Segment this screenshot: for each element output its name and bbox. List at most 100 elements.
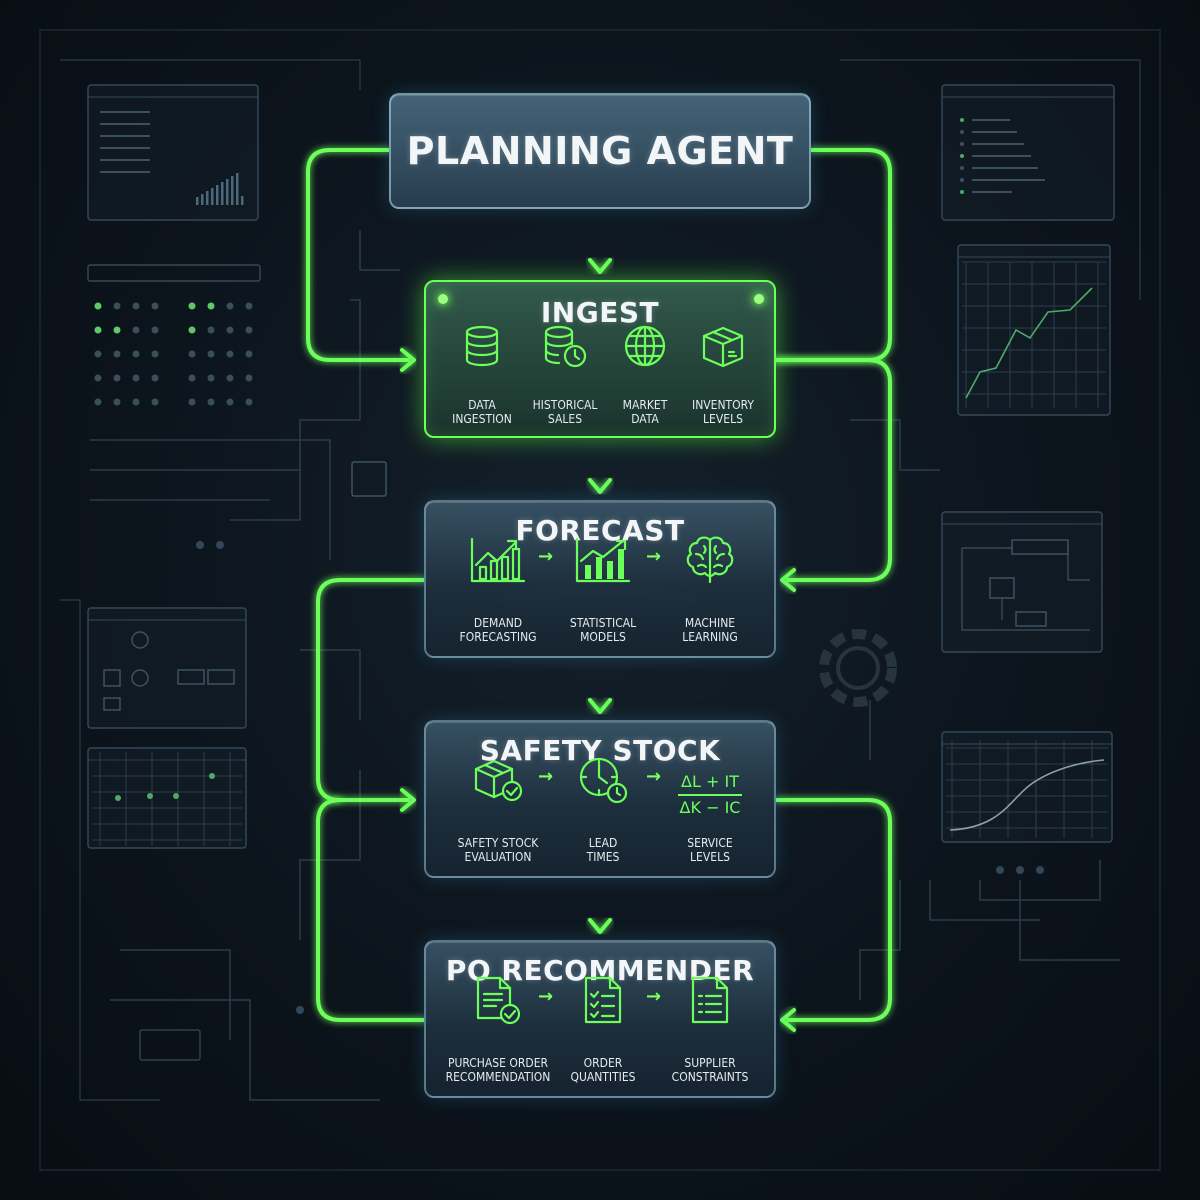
flow-connector: [316, 798, 426, 1022]
status-dot: [151, 326, 159, 334]
mini-bar: [216, 185, 219, 205]
circuit-trace: [1019, 880, 1120, 961]
item-label-line: TIMES: [586, 850, 620, 864]
dashboard-panel-top-left: [87, 84, 259, 221]
circuit-trace: [299, 770, 361, 940]
mini-bar: [236, 173, 239, 205]
circuit-node: [196, 541, 204, 549]
item-label-line: DEMAND: [473, 616, 523, 630]
status-dot: [226, 374, 234, 382]
item-label-line: STATISTICAL: [569, 616, 637, 630]
circuit-trace: [90, 439, 331, 560]
globe-icon: [622, 323, 668, 373]
grid-point: [173, 793, 179, 799]
status-dot: [113, 374, 121, 382]
arrowhead-icon: [400, 348, 416, 372]
mini-bar: [221, 182, 224, 205]
item-label-line: MODELS: [580, 630, 626, 644]
schematic-block: [1015, 611, 1047, 627]
flow-connector: [774, 798, 892, 1022]
database-icon: [460, 324, 504, 372]
status-dot: [188, 326, 196, 334]
status-dot: [207, 302, 215, 310]
schematic-block: [1011, 539, 1069, 555]
status-dot: [94, 398, 102, 406]
code-bullet: [960, 178, 964, 182]
item-label-line: QUANTITIES: [570, 1070, 636, 1084]
circuit-trace: [979, 860, 1101, 901]
status-dot: [151, 302, 159, 310]
brain-icon: [682, 534, 738, 590]
formula-denominator: ΔK − IC: [679, 798, 741, 817]
clock-icon: [577, 755, 629, 809]
status-dot: [132, 326, 140, 334]
flowchart-panel-left: [87, 607, 247, 729]
status-dot: [188, 350, 196, 358]
mini-bar: [231, 176, 234, 205]
item-label-line: SUPPLIER: [684, 1056, 736, 1070]
mini-bar: [211, 188, 214, 205]
item-label-line: SERVICE: [687, 836, 733, 850]
flow-node: [131, 669, 149, 687]
status-dot: [113, 326, 121, 334]
step-arrow-icon: →: [538, 546, 554, 567]
circuit-trace: [60, 59, 361, 90]
flow-connector: [316, 578, 426, 802]
status-dot: [245, 302, 253, 310]
status-dot: [132, 374, 140, 382]
mini-bar: [201, 194, 204, 205]
status-dot: [245, 326, 253, 334]
header-bar: [87, 264, 261, 282]
bar-chart-icon: [573, 535, 633, 589]
circuit-trace: [840, 59, 1141, 300]
status-dot: [188, 374, 196, 382]
circuit-trace: [929, 880, 1040, 921]
item-label-line: ORDER: [583, 1056, 623, 1070]
status-led: [438, 294, 448, 304]
step-arrow-icon: →: [538, 766, 554, 787]
circuit-trace: [110, 999, 380, 1101]
circuit-trace: [60, 599, 160, 1101]
flow-connector: [774, 358, 892, 582]
circuit-trace: [299, 299, 361, 470]
chip-icon: [351, 461, 387, 497]
trend-chart-icon: [468, 535, 528, 589]
status-dot: [226, 326, 234, 334]
status-dot: [113, 398, 121, 406]
item-label-line: CONSTRAINTS: [671, 1070, 749, 1084]
status-dot: [151, 398, 159, 406]
step-arrow-icon: →: [646, 766, 662, 787]
item-label-line: LEARNING: [682, 630, 738, 644]
po-recommender-stage-title: PO RECOMMENDER: [445, 954, 755, 987]
gear-hub: [836, 646, 880, 690]
status-dot: [132, 398, 140, 406]
document-check-icon: [472, 974, 524, 1030]
item-label-line: SALES: [547, 412, 583, 426]
item-label-line: LEAD: [588, 836, 618, 850]
arrowhead-icon: [400, 788, 416, 812]
circuit-trace: [359, 230, 400, 271]
status-dot: [151, 350, 159, 358]
arrowhead-icon: [780, 1008, 796, 1032]
checklist-icon: [580, 974, 626, 1030]
document-list-icon: [687, 974, 733, 1030]
mini-bar: [196, 197, 199, 205]
status-dot: [226, 350, 234, 358]
item-label-line: DATA: [468, 398, 496, 412]
item-label-line: INGESTION: [452, 412, 512, 426]
flow-node: [103, 697, 121, 711]
item-label-line: DATA: [631, 412, 659, 426]
status-dot: [226, 398, 234, 406]
item-label-line: MARKET: [622, 398, 668, 412]
status-led: [754, 294, 764, 304]
circuit-trace: [90, 469, 301, 521]
circuit-node: [1036, 866, 1044, 874]
